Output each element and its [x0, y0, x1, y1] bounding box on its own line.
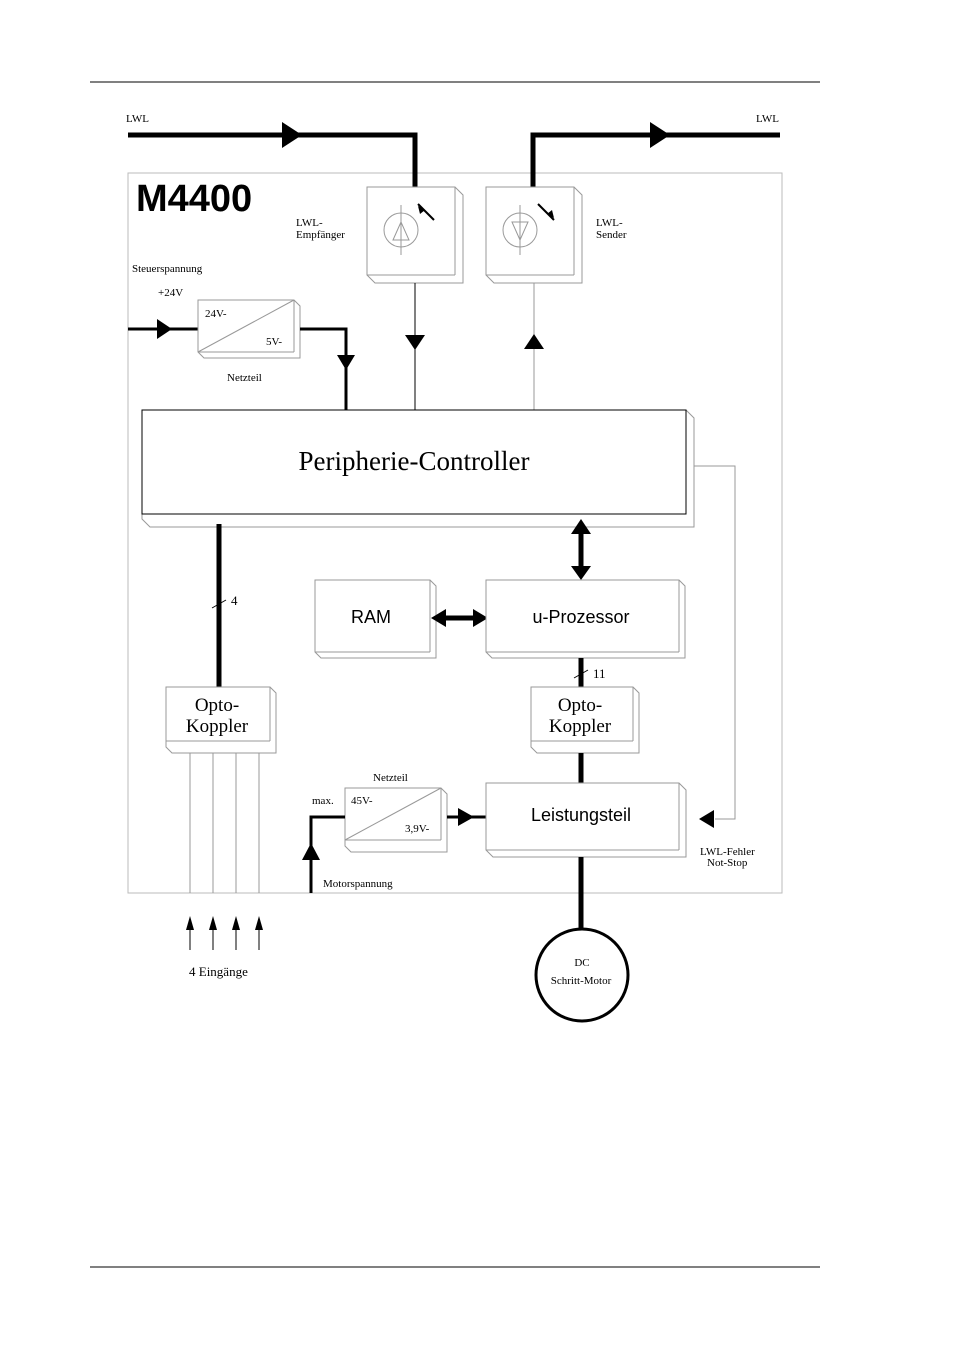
cpu-block [485, 579, 686, 659]
power-stage-block [485, 782, 687, 858]
ram-cpu-arrow-right [473, 609, 488, 627]
inputs-label: 4 Eingänge [189, 964, 248, 979]
plus24-label: +24V [158, 287, 183, 299]
lwl-input-arrow [282, 122, 302, 148]
motor-voltage-arrow [302, 843, 320, 860]
receiver-label-line2: Empfänger [296, 229, 345, 241]
right-bus-width: 11 [593, 666, 606, 681]
module-title: M4400 [136, 178, 252, 220]
lwl-input-label: LWL [126, 113, 149, 125]
psu1-output-line [300, 327, 348, 410]
opto-right-line2: Koppler [549, 716, 612, 737]
motor-label-line2: Schritt-Motor [551, 975, 612, 987]
psu2-block [344, 787, 448, 853]
fault-label-line1: LWL-Fehler [700, 846, 755, 858]
psu1-output-arrow [337, 355, 355, 370]
psu2-caption: Netzteil [373, 772, 408, 784]
motor-voltage-line [309, 815, 345, 893]
sender-label-line1: LWL- [596, 217, 623, 229]
control-voltage-label: Steuerspannung [132, 263, 203, 275]
lwl-output-arrow [650, 122, 670, 148]
psu1-block [197, 299, 301, 359]
fault-label-line2: Not-Stop [707, 857, 748, 869]
opto-coupler-left-block [165, 686, 277, 754]
lwl-sender-block [485, 186, 583, 284]
right-bus-tick [573, 669, 589, 679]
lwl-output-label: LWL [756, 113, 779, 125]
fault-feedback-line [694, 465, 736, 820]
ram-label: RAM [351, 607, 391, 627]
motor-label-line1: DC [574, 957, 589, 969]
psu1-output: 5V- [266, 336, 282, 348]
psu2-prefix: max. [312, 795, 334, 807]
power-stage-label: Leistungsteil [531, 805, 631, 825]
controller-cpu-bus-arrow-down [571, 566, 591, 580]
controller-cpu-bus-arrow-up [571, 519, 591, 534]
control-voltage-arrow [157, 319, 172, 339]
sender-label-line2: Sender [596, 229, 627, 241]
opto-right-line1: Opto- [558, 695, 602, 716]
psu2-output: 3,9V- [405, 823, 430, 835]
psu2-input: 45V- [351, 795, 373, 807]
left-bus-width: 4 [231, 593, 238, 608]
peripheral-controller-block [141, 409, 695, 528]
ram-block [314, 579, 437, 659]
module-frame [127, 172, 783, 894]
ram-cpu-arrow-left [431, 609, 446, 627]
psu1-caption: Netzteil [227, 372, 262, 384]
opto-coupler-right-block [530, 686, 640, 754]
left-bus-tick [211, 599, 227, 609]
lwl-input-fiber [128, 132, 418, 187]
lwl-output-fiber [530, 132, 780, 187]
lwl-receiver-block [366, 186, 464, 284]
opto-left-line2: Koppler [186, 716, 249, 737]
fault-feedback-arrow [699, 810, 714, 828]
cpu-label: u-Prozessor [532, 607, 629, 627]
receiver-label-line1: LWL- [296, 217, 323, 229]
receiver-to-controller-arrow [405, 335, 425, 350]
input-lines [186, 753, 263, 950]
motor-voltage-label: Motorspannung [323, 878, 393, 890]
psu1-input: 24V- [205, 308, 227, 320]
motor-circle [534, 927, 630, 1023]
psu2-to-power-arrow [458, 808, 474, 826]
opto-left-line1: Opto- [195, 695, 239, 716]
controller-label: Peripherie-Controller [299, 446, 530, 476]
controller-to-sender-arrow [524, 334, 544, 349]
